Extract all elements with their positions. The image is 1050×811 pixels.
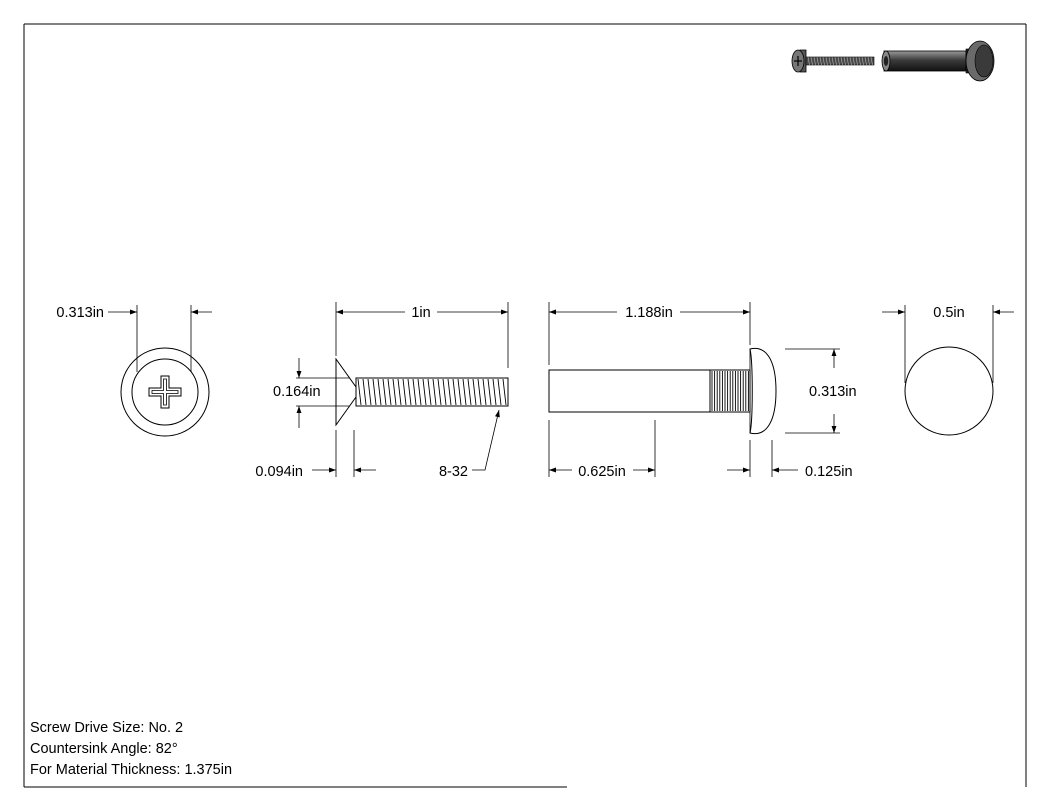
dim-screw-length: 1in <box>411 305 430 321</box>
dim-head-height: 0.094in <box>255 464 303 480</box>
dim-head-diameter: 0.313in <box>56 305 104 321</box>
dim-barrel-head-diameter: 0.5in <box>933 305 964 321</box>
screw-side-view <box>296 302 509 477</box>
barrel-head-end-view <box>882 305 1014 436</box>
note-material-thickness: For Material Thickness: 1.375in <box>30 762 233 778</box>
note-drive-size: Screw Drive Size: No. 2 <box>30 720 184 736</box>
dim-thread-depth: 0.625in <box>578 464 626 480</box>
dim-barrel-head-height: 0.313in <box>809 384 857 400</box>
drawing-frame <box>23 23 1027 788</box>
screw-head-end-view <box>108 305 212 437</box>
screw-thread-pattern <box>357 378 507 406</box>
barrel-side-view <box>548 302 840 477</box>
dim-screw-diameter: 0.164in <box>273 384 321 400</box>
dim-barrel-length: 1.188in <box>625 305 673 321</box>
isometric-preview <box>791 40 995 82</box>
note-countersink-angle: Countersink Angle: 82° <box>30 741 178 757</box>
knurl-pattern <box>711 371 749 411</box>
thread-callout: 8-32 <box>439 464 468 480</box>
drawing-notes: Screw Drive Size: No. 2 Countersink Angl… <box>30 718 232 781</box>
dim-head-thickness: 0.125in <box>805 464 853 480</box>
